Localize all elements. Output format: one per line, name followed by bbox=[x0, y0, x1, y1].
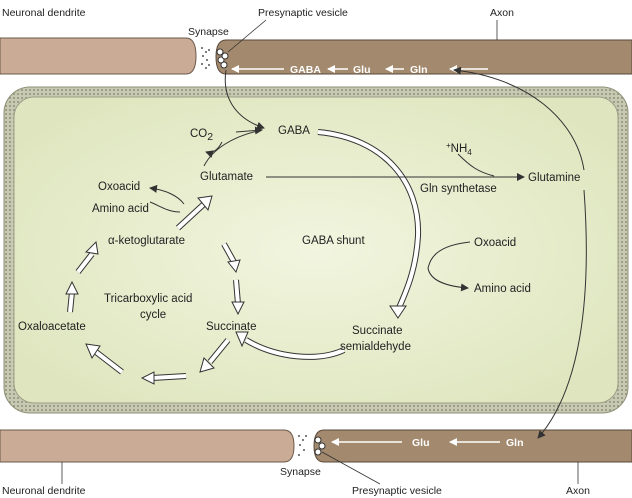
oxoacid-left-label: Oxoacid bbox=[98, 181, 140, 193]
synapse-label-bottom: Synapse bbox=[280, 466, 321, 478]
oxaloacetate-label: Oxaloacetate bbox=[18, 321, 86, 333]
presynaptic-vesicle-label-top: Presynaptic vesicle bbox=[258, 7, 348, 19]
alpha-ketoglutarate-label: α-ketoglutarate bbox=[108, 235, 185, 247]
glu-axon-label-bottom: Glu bbox=[412, 437, 430, 449]
succinate-semialdehyde-label-line1: Succinate bbox=[352, 325, 403, 337]
glutamine-label: Glutamine bbox=[528, 172, 580, 184]
tca-cycle-label-line1: Tricarboxylic acid bbox=[104, 293, 192, 305]
gaba-axon-label: GABA bbox=[290, 64, 321, 76]
amino-acid-left-label: Amino acid bbox=[92, 203, 149, 215]
axon-label-top: Axon bbox=[490, 7, 514, 19]
neuronal-dendrite-label-bottom: Neuronal dendrite bbox=[2, 485, 86, 497]
synapse-label-top: Synapse bbox=[188, 26, 229, 38]
gln-axon-label-bottom: Gln bbox=[506, 437, 524, 449]
gln-axon-label-top: Gln bbox=[410, 64, 428, 76]
bottom-dendrite bbox=[0, 430, 294, 462]
succinate-label: Succinate bbox=[206, 321, 257, 333]
top-synaptic-cleft-dots bbox=[201, 47, 210, 69]
glu-axon-label-top: Glu bbox=[353, 64, 371, 76]
succinate-semialdehyde-label-line2: semialdehyde bbox=[340, 341, 411, 353]
oxoacid-right-label: Oxoacid bbox=[474, 237, 516, 249]
presynaptic-vesicle-label-bottom: Presynaptic vesicle bbox=[352, 485, 442, 497]
top-dendrite bbox=[0, 38, 196, 74]
tca-cycle-label-line2: cycle bbox=[140, 309, 166, 321]
amino-acid-right-label: Amino acid bbox=[474, 283, 531, 295]
axon-label-bottom: Axon bbox=[566, 485, 590, 497]
gaba-label: GABA bbox=[278, 125, 310, 137]
neuronal-dendrite-label-top: Neuronal dendrite bbox=[2, 7, 86, 19]
bottom-synaptic-cleft-dots bbox=[298, 435, 307, 456]
gaba-shunt-label: GABA shunt bbox=[302, 235, 365, 247]
gln-synthetase-label: Gln synthetase bbox=[420, 183, 497, 195]
bottom-axon bbox=[314, 430, 632, 462]
glutamate-label: Glutamate bbox=[200, 171, 253, 183]
